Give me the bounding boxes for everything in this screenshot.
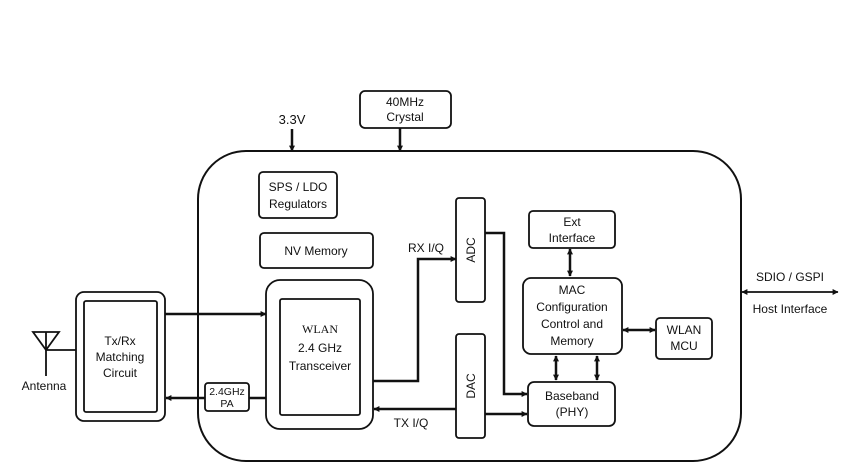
matching-line1: Tx/Rx [104, 334, 135, 348]
crystal-block: 40MHz Crystal [359, 90, 452, 129]
transceiver-line3: Transceiver [289, 359, 351, 373]
matching-line3: Circuit [103, 366, 138, 380]
nv-memory-block: NV Memory [259, 232, 374, 269]
mac-block: MAC Configuration Control and Memory [522, 277, 623, 355]
host-line2: Host Interface [753, 302, 828, 316]
antenna-icon [31, 331, 77, 376]
baseband-line1: Baseband [545, 389, 599, 403]
pa-block: 2.4GHz PA [204, 382, 250, 412]
crystal-line2: Crystal [386, 110, 423, 124]
pa-line1: 2.4GHz [209, 386, 245, 398]
pa-line2: PA [220, 398, 233, 410]
dac-label: DAC [464, 373, 478, 399]
wlan-mcu-block: WLAN MCU [655, 317, 713, 360]
nv-memory-label: NV Memory [284, 244, 347, 258]
regulators-line1: SPS / LDO [269, 180, 328, 194]
baseband-block: Baseband (PHY) [527, 381, 616, 427]
mac-line2: Configuration [536, 300, 607, 314]
crystal-line1: 40MHz [386, 95, 424, 109]
rx-iq-label: RX I/Q [408, 241, 444, 255]
regulators-line2: Regulators [269, 197, 327, 211]
adc-to-baseband [485, 231, 528, 397]
wlan-mcu-line2: MCU [670, 339, 697, 353]
host-line1: SDIO / GSPI [756, 270, 824, 284]
mac-line1: MAC [559, 283, 586, 297]
baseband-line2: (PHY) [556, 405, 589, 419]
mac-line3: Control and [541, 317, 603, 331]
mac-line4: Memory [550, 334, 593, 348]
transceiver-block: WLAN 2.4 GHz Transceiver [265, 279, 374, 430]
transceiver-line1: WLAN [302, 322, 338, 336]
ext-interface-line2: Interface [549, 231, 596, 245]
dac-block: DAC [455, 333, 486, 439]
antenna-label: Antenna [22, 379, 67, 393]
matching-line2: Matching [96, 350, 145, 364]
ext-interface-line1: Ext [563, 215, 581, 229]
ext-interface-block: Ext Interface [528, 210, 616, 249]
power-label: 3.3V [279, 112, 306, 127]
wlan-mcu-line1: WLAN [667, 323, 702, 337]
matching-circuit-block: Tx/Rx Matching Circuit [75, 291, 166, 422]
adc-block: ADC [455, 197, 486, 303]
rx-iq-path [373, 256, 457, 383]
transceiver-line2: 2.4 GHz [298, 341, 342, 355]
adc-label: ADC [464, 237, 478, 263]
tx-iq-label: TX I/Q [394, 416, 429, 430]
regulators-block: SPS / LDO Regulators [258, 171, 338, 219]
